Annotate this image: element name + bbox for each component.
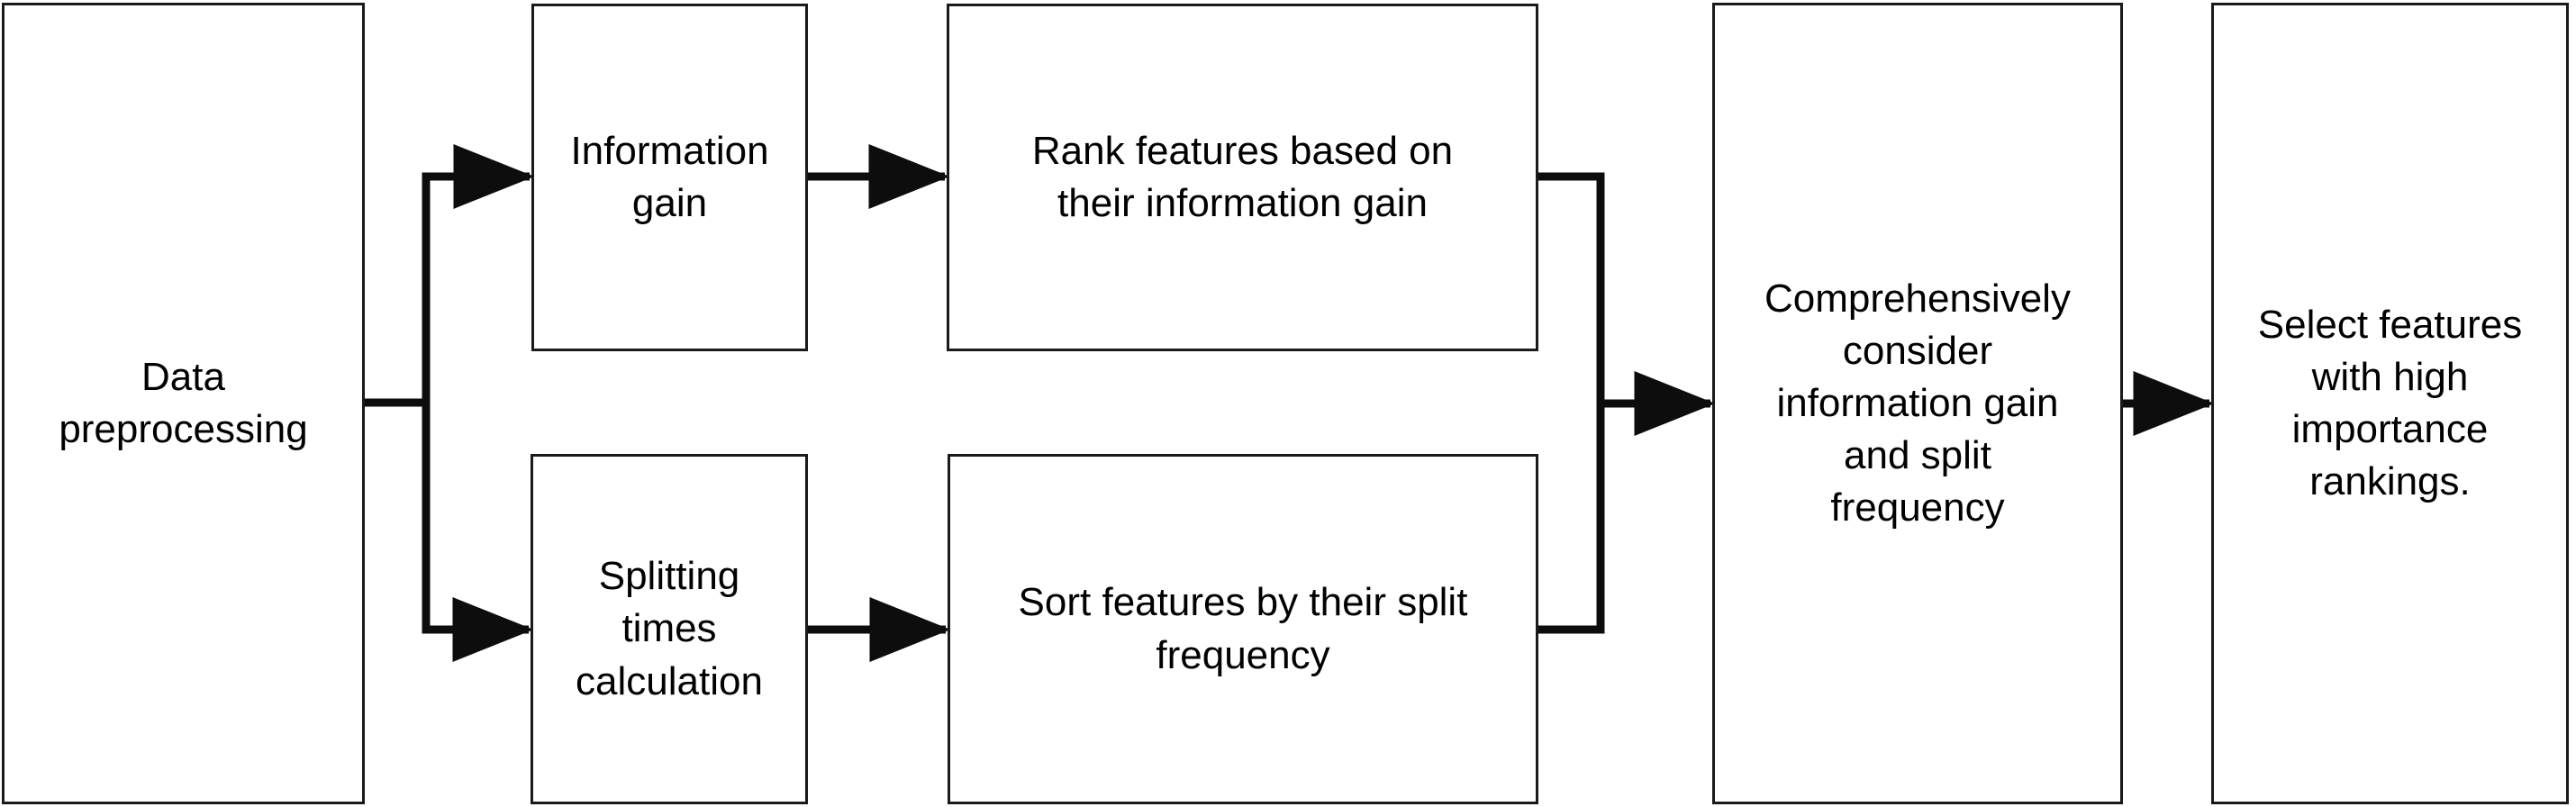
node-splitting-times-calculation[interactable]: Splitting times calculation [531,454,808,804]
node-data-preprocessing[interactable]: Data preprocessing [2,3,365,804]
edge-rank-features-to-comprehensive [1538,172,1716,436]
node-sort-features[interactable]: Sort features by their split frequency [948,454,1538,804]
node-rank-features[interactable]: Rank features based on their information… [947,4,1538,351]
edge-preprocessing-to-splitting-times [365,398,534,662]
edge-preprocessing-to-information-gain [365,144,535,407]
node-information-gain[interactable]: Information gain [531,4,808,351]
node-select-features[interactable]: Select features with high importance ran… [2211,3,2569,804]
edge-sort-features-to-comprehensive [1538,399,1710,634]
node-comprehensive-consideration[interactable]: Comprehensively consider information gai… [1712,3,2123,804]
